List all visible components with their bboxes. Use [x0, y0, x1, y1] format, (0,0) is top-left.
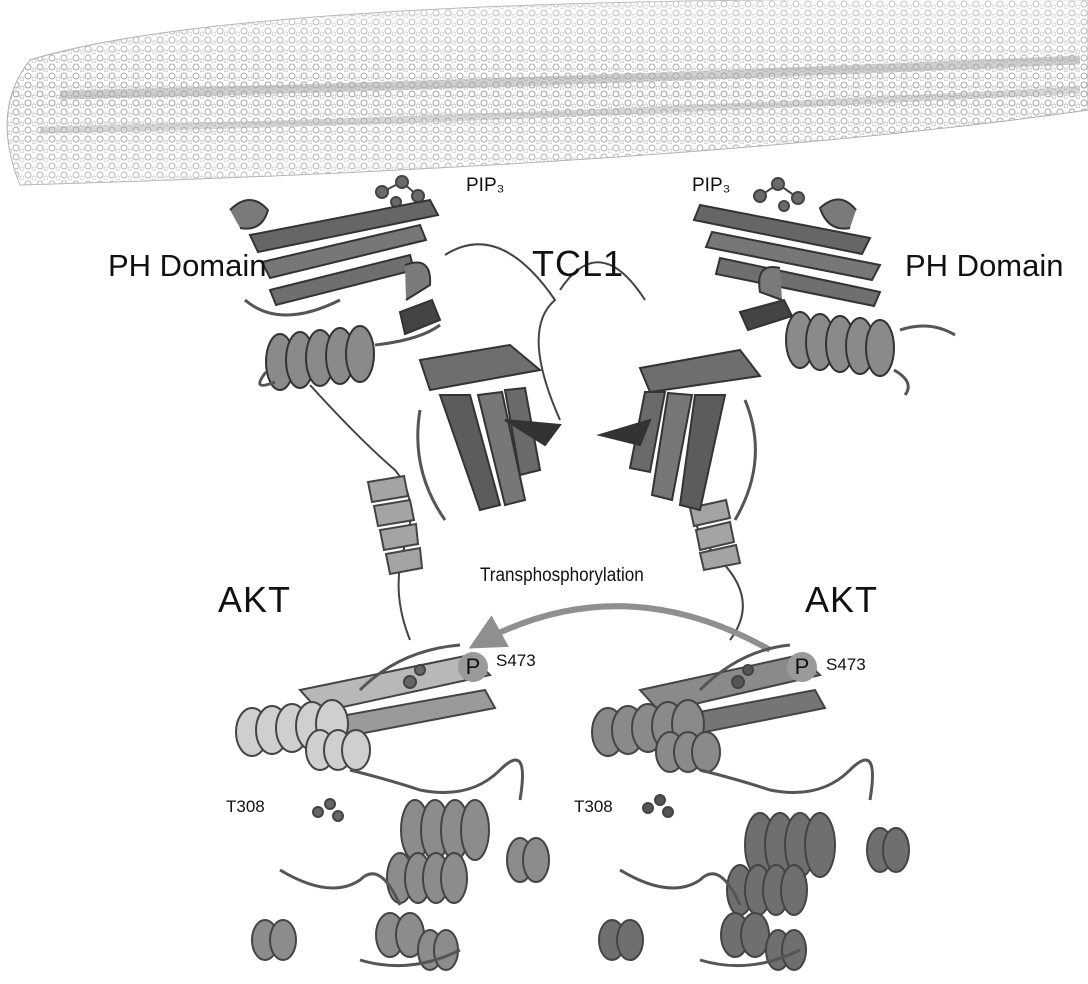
- transphosphorylation-arrow: [475, 606, 770, 650]
- t308-right-label: T308: [574, 798, 613, 815]
- akt-kinase-left-structure: [236, 645, 549, 970]
- ph-domain-left-structure: [230, 200, 440, 390]
- s473-left-label: S473: [496, 652, 536, 669]
- akt-left-label: AKT: [218, 582, 291, 618]
- pip3-left-label: PIP₃: [466, 176, 504, 195]
- ph-domain-right-label: PH Domain: [905, 250, 1064, 281]
- ph-left-helix: [266, 326, 374, 390]
- transphosphorylation-label: Transphosphorylation: [480, 566, 644, 585]
- akt-right-label: AKT: [805, 582, 878, 618]
- phospho-left-badge: P: [458, 652, 488, 682]
- s473-right-label: S473: [826, 656, 866, 673]
- akt-kinase-right-structure: [592, 645, 909, 970]
- pip3-right-label: PIP₃: [692, 176, 730, 195]
- tcl1-label: TCL1: [532, 246, 624, 282]
- phospho-right-badge: P: [787, 652, 817, 682]
- tcl1-structure: [418, 345, 760, 520]
- ph-domain-left-label: PH Domain: [108, 250, 267, 281]
- pip3-right-ligand: [754, 178, 804, 211]
- membrane: [7, 0, 1088, 185]
- ph-right-helix: [786, 312, 894, 376]
- t308-left-label: T308: [226, 798, 265, 815]
